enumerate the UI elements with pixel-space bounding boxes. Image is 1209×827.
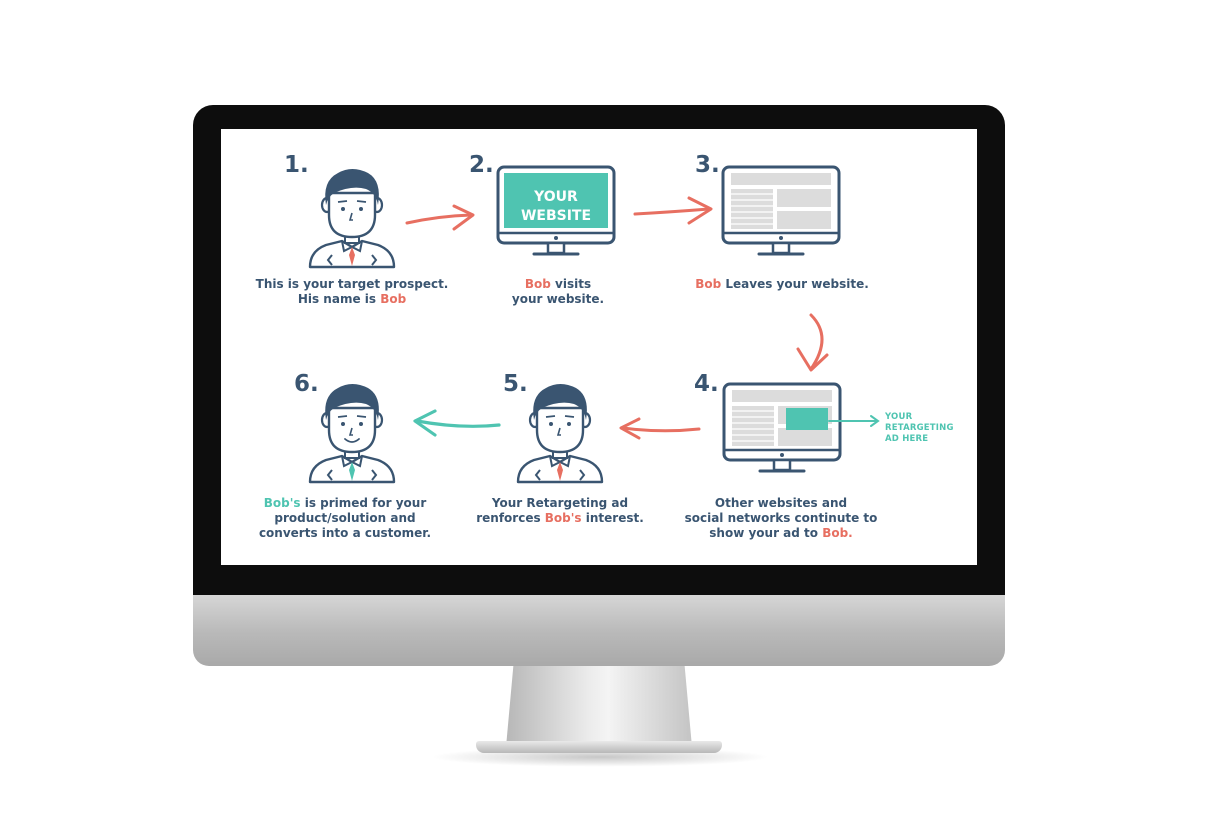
caption-text: His name is	[297, 292, 381, 306]
caption-text: show your ad to	[709, 526, 823, 540]
caption-line: This is your target prospect.	[256, 277, 449, 292]
caption-text: converts into a customer.	[258, 526, 432, 540]
website-screen-text: WEBSITE	[521, 208, 591, 224]
caption-line: your website.	[512, 292, 604, 307]
monitor-stand	[506, 665, 692, 747]
caption-highlight: Bob's	[544, 511, 582, 525]
caption-line: social networks continute to	[685, 511, 878, 526]
caption-text: interest.	[581, 511, 644, 525]
ad-label-line: RETARGETING	[885, 423, 954, 433]
caption-text: Other websites and	[714, 496, 848, 510]
arrow-left-icon	[413, 409, 501, 437]
step-number: 4.	[694, 371, 719, 397]
caption-line: Bob Leaves your website.	[695, 277, 869, 292]
webpage-monitor-icon	[721, 165, 841, 256]
arrow-down-icon	[796, 313, 829, 372]
person-icon-customer	[308, 382, 396, 484]
caption-text: This is your target prospect.	[255, 277, 449, 291]
step-caption: This is your target prospect.His name is…	[256, 277, 449, 307]
caption-line: converts into a customer.	[259, 526, 431, 541]
caption-line: renforces Bob's interest.	[476, 511, 644, 526]
website-monitor-icon	[496, 165, 616, 256]
ad-label-line: AD HERE	[885, 434, 929, 444]
caption-text: visits	[550, 277, 592, 291]
caption-text: renforces	[476, 511, 545, 525]
arrow-left-icon	[619, 417, 701, 440]
caption-line: Your Retargeting ad	[476, 496, 644, 511]
monitor-screen: YOUR WEBSITE 1. 2. 3. 4. 5. 6. YOUR RETA…	[221, 129, 977, 565]
caption-line: show your ad to Bob.	[685, 526, 878, 541]
caption-text: Your Retargeting ad	[491, 496, 629, 510]
retargeting-monitor-icon	[722, 382, 842, 473]
retargeting-ad-label: YOUR RETARGETING AD HERE	[885, 412, 954, 445]
ad-label-line: YOUR	[885, 412, 913, 422]
caption-text: is primed for your	[300, 496, 427, 510]
arrow-right-icon	[405, 204, 475, 231]
caption-line: His name is Bob	[256, 292, 449, 307]
caption-highlight: Bob's	[263, 496, 301, 510]
caption-text: your website.	[511, 292, 605, 306]
step-number: 2.	[469, 152, 494, 178]
caption-text: social networks continute to	[684, 511, 878, 525]
person-icon-bob	[516, 382, 604, 484]
caption-text: Leaves your website.	[721, 277, 869, 291]
caption-highlight: Bob	[380, 292, 407, 306]
website-screen-text: YOUR	[533, 189, 578, 205]
step-number: 3.	[695, 152, 720, 178]
step-caption: Bob Leaves your website.	[695, 277, 869, 292]
diagram-graphics: YOUR WEBSITE	[308, 165, 880, 484]
step-number: 6.	[294, 371, 319, 397]
caption-line: Bob's is primed for your	[259, 496, 431, 511]
step-number: 1.	[284, 152, 309, 178]
caption-line: product/solution and	[259, 511, 431, 526]
caption-highlight: Bob	[695, 277, 722, 291]
ad-pointer-icon	[828, 415, 880, 427]
monitor-chin	[193, 592, 1005, 666]
monitor-base	[476, 741, 722, 753]
caption-highlight: Bob	[524, 277, 551, 291]
caption-highlight: Bob.	[822, 526, 853, 540]
person-icon-bob	[308, 167, 396, 269]
caption-line: Other websites and	[685, 496, 878, 511]
caption-line: Bob visits	[512, 277, 604, 292]
arrow-right-icon	[633, 196, 713, 225]
caption-text: product/solution and	[274, 511, 416, 525]
step-number: 5.	[503, 371, 528, 397]
